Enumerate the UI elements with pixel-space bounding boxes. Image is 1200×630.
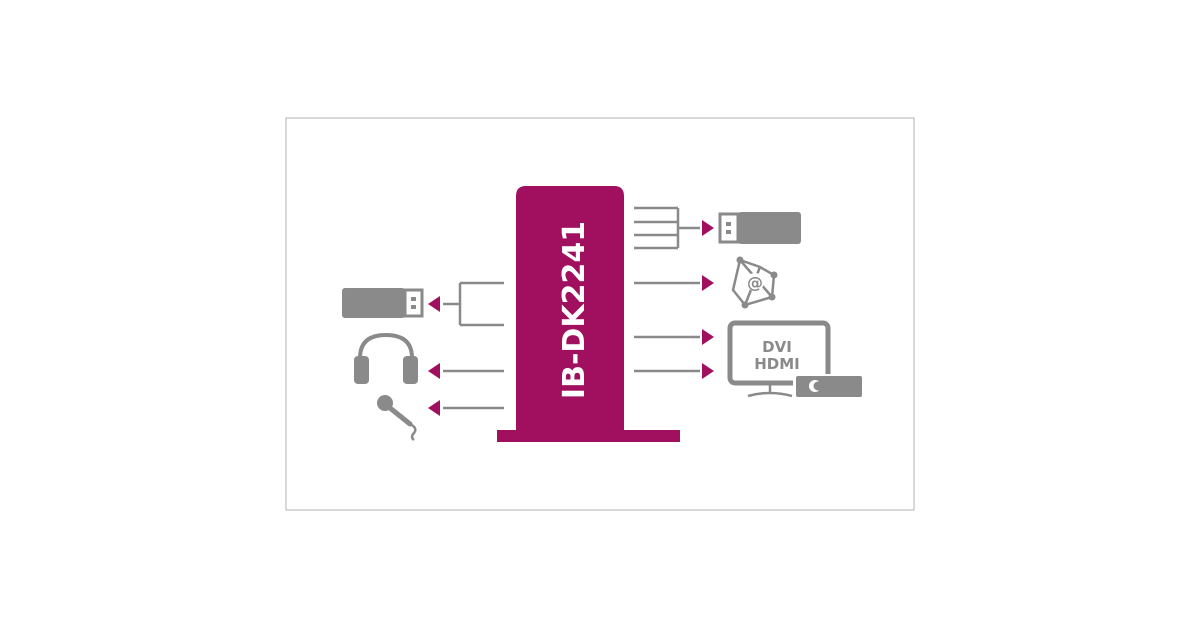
usb-stick-icon bbox=[342, 288, 424, 318]
network-icon: @ bbox=[731, 256, 778, 309]
arrow-left-icon bbox=[428, 363, 440, 379]
arrow-right-icon bbox=[702, 275, 714, 291]
microphone-connection bbox=[377, 395, 504, 441]
display-connection: DVI HDMI bbox=[634, 320, 863, 398]
arrow-left-icon bbox=[428, 296, 440, 312]
monitor-icon: DVI HDMI bbox=[727, 320, 831, 398]
network-connection: @ bbox=[634, 256, 778, 309]
dock-tower: IB-DK2241 bbox=[497, 186, 680, 442]
microphone-icon bbox=[377, 395, 417, 441]
device-label: IB-DK2241 bbox=[557, 221, 592, 399]
headphones-icon bbox=[354, 332, 418, 384]
arrow-right-icon bbox=[702, 363, 714, 379]
headphone-connection bbox=[354, 332, 504, 384]
usb-stick-icon bbox=[718, 212, 801, 244]
arrow-right-icon bbox=[702, 329, 714, 345]
usb-hub-connection bbox=[634, 206, 801, 250]
monitor-label-hdmi: HDMI bbox=[754, 355, 800, 373]
network-symbol: @ bbox=[747, 273, 763, 292]
monitor-label-dvi: DVI bbox=[762, 338, 792, 356]
projector-icon bbox=[793, 374, 863, 398]
arrow-right-icon bbox=[702, 220, 714, 236]
arrow-left-icon bbox=[428, 400, 440, 416]
usb-connection-left bbox=[342, 281, 504, 327]
